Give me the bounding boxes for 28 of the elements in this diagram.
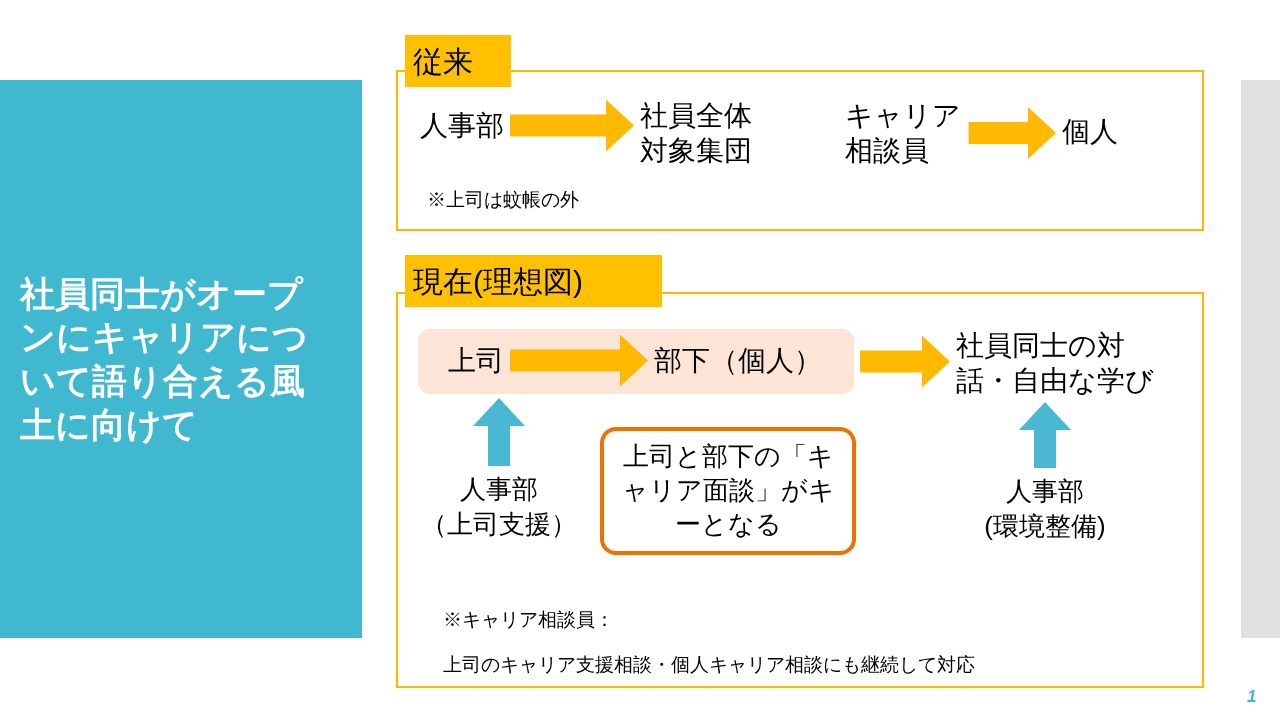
section-tab: 従来 (405, 35, 511, 87)
page-number: 1 (1247, 686, 1257, 708)
block-arrow (510, 99, 634, 152)
node-label: 個人 (1062, 114, 1118, 149)
node-label: 社員全体対象集団 (640, 98, 758, 168)
node-label: キャリア相談員 (845, 98, 963, 168)
panel-title: 社員同士がオープンにキャリアについて語り合える風土に向けて (20, 272, 309, 446)
section-tab: 現在(理想図) (405, 255, 662, 307)
role-text: 人事部 (460, 473, 538, 506)
node-label: 上司 (448, 343, 504, 378)
block-arrow (968, 107, 1056, 159)
block-arrow (473, 398, 525, 466)
role-text: (環境整備) (984, 510, 1106, 544)
key-point-box (600, 427, 856, 555)
title-panel (0, 80, 362, 638)
note-text: ※キャリア相談員： (443, 608, 614, 632)
key-point-text: 上司と部下の「キャリア面談」がキーとなる (621, 440, 835, 541)
note-text: 上司のキャリア支援相談・個人キャリア相談にも継続して対応 (443, 653, 975, 677)
node-label: 人事部 (420, 108, 504, 143)
block-arrow (860, 335, 950, 388)
node-label: 部下（個人） (654, 343, 822, 378)
block-arrow (1019, 402, 1071, 468)
role-text: （上司支援） (421, 508, 577, 542)
note-text: ※上司は蚊帳の外 (427, 188, 579, 212)
role-text: 人事部 (1006, 475, 1084, 508)
block-arrow (510, 334, 648, 387)
node-label: 社員同士の対話・自由な学び (956, 328, 1158, 398)
side-bar (1241, 80, 1280, 638)
